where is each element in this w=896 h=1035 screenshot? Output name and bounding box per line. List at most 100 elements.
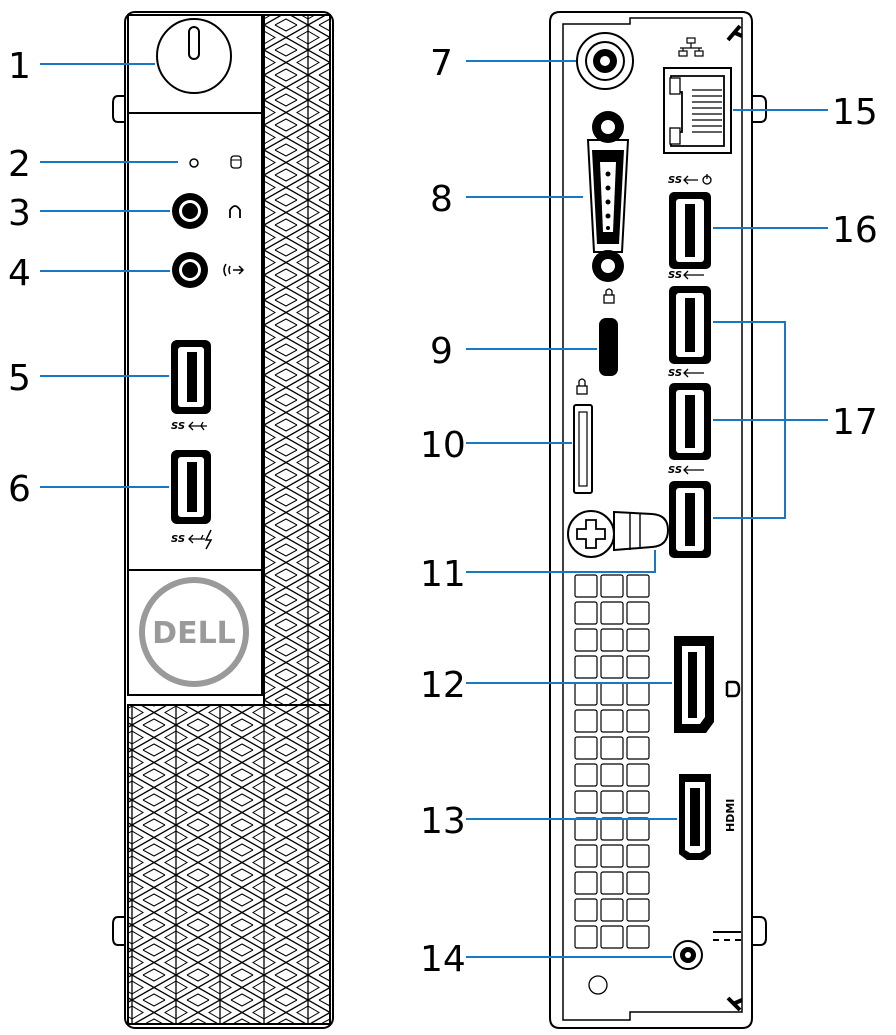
displayport-icon	[725, 680, 741, 698]
rear-right-tab-bottom	[752, 916, 767, 946]
dell-logo: DELL	[139, 577, 249, 687]
vent-cell	[626, 682, 650, 706]
rear-usb-port-3	[669, 383, 711, 460]
vent-cell	[574, 871, 598, 895]
front-view: SS SS DELL	[112, 11, 334, 1029]
callout-4: 4	[8, 253, 31, 294]
rear-clip-bottom	[726, 996, 743, 1012]
vent-cell	[574, 628, 598, 652]
headset-icon	[229, 205, 241, 218]
vent-cell	[626, 736, 650, 760]
svg-text:SS: SS	[668, 368, 682, 379]
vent-cell	[574, 736, 598, 760]
dc-power-icon	[713, 931, 741, 941]
callout-7: 7	[430, 43, 453, 84]
vent-cell	[626, 871, 650, 895]
front-left-tab-top	[112, 95, 125, 123]
callout-16: 16	[832, 210, 878, 251]
svg-text:SS: SS	[171, 534, 185, 545]
vent-cell	[600, 601, 624, 625]
vent-cell	[574, 898, 598, 922]
vent-cell	[626, 709, 650, 733]
vent-cell	[574, 925, 598, 949]
vent-cell	[600, 574, 624, 598]
rear-view: SS SS SS SS	[549, 11, 767, 1029]
vent-cell	[574, 844, 598, 868]
front-vent-right	[263, 14, 331, 706]
callout-1: 1	[8, 46, 31, 87]
callout-6: 6	[8, 469, 31, 510]
vent-cell	[600, 709, 624, 733]
front-left-tab-bottom	[112, 916, 125, 946]
vent-cell	[574, 655, 598, 679]
chassis-screw-hole	[588, 975, 608, 995]
power-button	[156, 18, 232, 94]
leader-11	[466, 550, 656, 573]
hdd-activity-light	[189, 158, 199, 168]
rear-usb-port-2	[669, 286, 711, 364]
superspeed-usb-icon-rear-4: SS	[668, 465, 704, 476]
svg-text:SS: SS	[668, 175, 682, 186]
displayport-port	[674, 636, 714, 733]
vent-cell	[574, 601, 598, 625]
power-connector	[673, 940, 703, 970]
vent-cell	[626, 601, 650, 625]
svg-text:SS: SS	[668, 465, 682, 476]
vent-cell	[600, 817, 624, 841]
serial-port	[586, 111, 630, 282]
rear-usb-port-1	[669, 192, 711, 269]
callout-10: 10	[420, 425, 466, 466]
superspeed-usb-icon: SS	[171, 421, 207, 432]
vent-cell	[600, 871, 624, 895]
callout-15: 15	[832, 92, 878, 133]
headset-jack	[172, 193, 208, 229]
superspeed-usb-icon-rear-3: SS	[668, 368, 704, 379]
callout-14: 14	[420, 939, 466, 980]
vent-cell	[574, 790, 598, 814]
vent-cell	[574, 763, 598, 787]
vent-cell	[626, 574, 650, 598]
superspeed-charging-usb-icon: SS	[171, 529, 213, 550]
callout-12: 12	[420, 665, 466, 706]
callout-8: 8	[430, 179, 453, 220]
hdmi-port	[679, 774, 711, 860]
vent-cell	[626, 655, 650, 679]
vent-cell	[574, 817, 598, 841]
hdd-icon	[230, 155, 242, 169]
callout-11: 11	[420, 554, 466, 595]
vent-cell	[574, 682, 598, 706]
vent-cell	[600, 682, 624, 706]
antenna-connector	[576, 32, 634, 90]
callout-13: 13	[420, 801, 466, 842]
vent-cell	[574, 709, 598, 733]
svg-text:SS: SS	[668, 270, 682, 281]
line-out-jack	[172, 252, 208, 288]
front-usb-port-2	[171, 450, 211, 524]
svg-text:DELL: DELL	[152, 616, 236, 651]
vent-cell	[626, 898, 650, 922]
vent-cell	[600, 736, 624, 760]
rear-inner-frame	[562, 17, 743, 1021]
line-out-icon	[223, 263, 245, 277]
vent-cell	[626, 790, 650, 814]
vent-cell	[600, 925, 624, 949]
vent-cell	[600, 655, 624, 679]
usb-power-on-icon: SS	[668, 174, 712, 186]
ethernet-port	[663, 67, 732, 154]
callout-2: 2	[8, 144, 31, 185]
vent-cell	[600, 844, 624, 868]
vent-cell	[626, 628, 650, 652]
superspeed-usb-icon-rear-2: SS	[668, 270, 704, 281]
callout-5: 5	[8, 358, 31, 399]
callout-3: 3	[8, 193, 31, 234]
svg-text:SS: SS	[171, 421, 185, 432]
padlock-ring	[573, 404, 593, 494]
vent-cell	[626, 844, 650, 868]
vent-cell	[626, 925, 650, 949]
callout-17: 17	[832, 402, 878, 443]
security-cable-slot	[599, 318, 618, 376]
callouts: 1 2 3 4 5 6 7 8 9 10 11 12 13 14 15 16 1…	[8, 43, 878, 980]
vent-cell	[600, 790, 624, 814]
vent-cell	[600, 898, 624, 922]
